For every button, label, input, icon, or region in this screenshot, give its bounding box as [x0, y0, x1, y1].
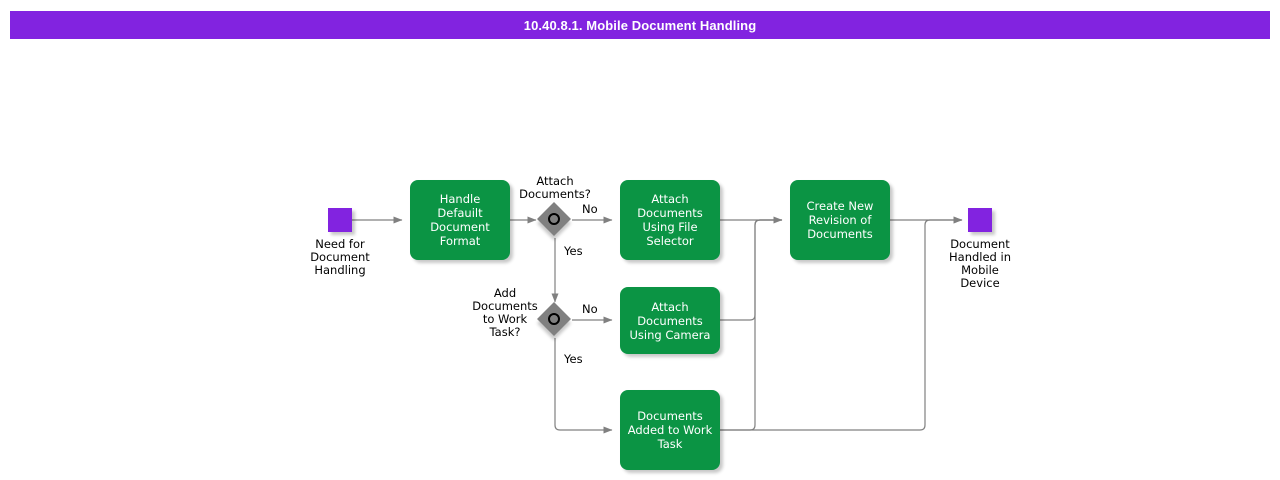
task-label: Attach Documents Using File Selector	[637, 192, 703, 248]
end-event-document-handled-in-mobile-device[interactable]: Document Handled in Mobile Device	[948, 208, 1012, 290]
gateway-inclusive-ring-icon	[548, 213, 560, 225]
page-title-bar: 10.40.8.1. Mobile Document Handling	[10, 11, 1270, 39]
gateway-attach-documents[interactable]	[537, 202, 572, 237]
page-title: 10.40.8.1. Mobile Document Handling	[523, 17, 757, 33]
edge-label-gateway1-no: No	[582, 202, 598, 216]
gateway-add-documents-to-work-task-label: Add Documents to Work Task?	[472, 286, 538, 339]
end-event-icon	[968, 208, 992, 232]
task-documents-added-to-work-task[interactable]: Documents Added to Work Task	[620, 390, 720, 470]
edge-label-gateway2-yes: Yes	[564, 352, 583, 366]
task-create-new-revision-of-documents[interactable]: Create New Revision of Documents	[790, 180, 890, 260]
edge-work-task-to-create-revision	[720, 219, 782, 431]
start-event-need-for-document-handling[interactable]: Need for Document Handling	[308, 208, 372, 277]
end-event-label: Document Handled in Mobile Device	[949, 237, 1011, 290]
gateway-inclusive-ring-icon	[548, 313, 560, 325]
task-attach-documents-using-file-selector[interactable]: Attach Documents Using File Selector	[620, 180, 720, 260]
task-label: Attach Documents Using Camera	[629, 299, 711, 342]
start-event-label: Need for Document Handling	[310, 237, 370, 277]
gateway-attach-documents-label: Attach Documents?	[519, 174, 591, 201]
task-label: Handle Defauilt Document Format	[430, 192, 490, 248]
task-label: Create New Revision of Documents	[806, 199, 874, 241]
start-event-icon	[328, 208, 352, 232]
edge-label-gateway1-yes: Yes	[564, 244, 583, 258]
task-attach-documents-using-camera[interactable]: Attach Documents Using Camera	[620, 287, 720, 354]
edge-label-gateway2-no: No	[582, 302, 598, 316]
task-label: Documents Added to Work Task	[627, 409, 713, 451]
task-handle-default-document-format[interactable]: Handle Defauilt Document Format	[410, 180, 510, 260]
edge-camera-to-create-revision	[720, 219, 782, 321]
gateway-add-documents-to-work-task[interactable]	[537, 302, 572, 337]
